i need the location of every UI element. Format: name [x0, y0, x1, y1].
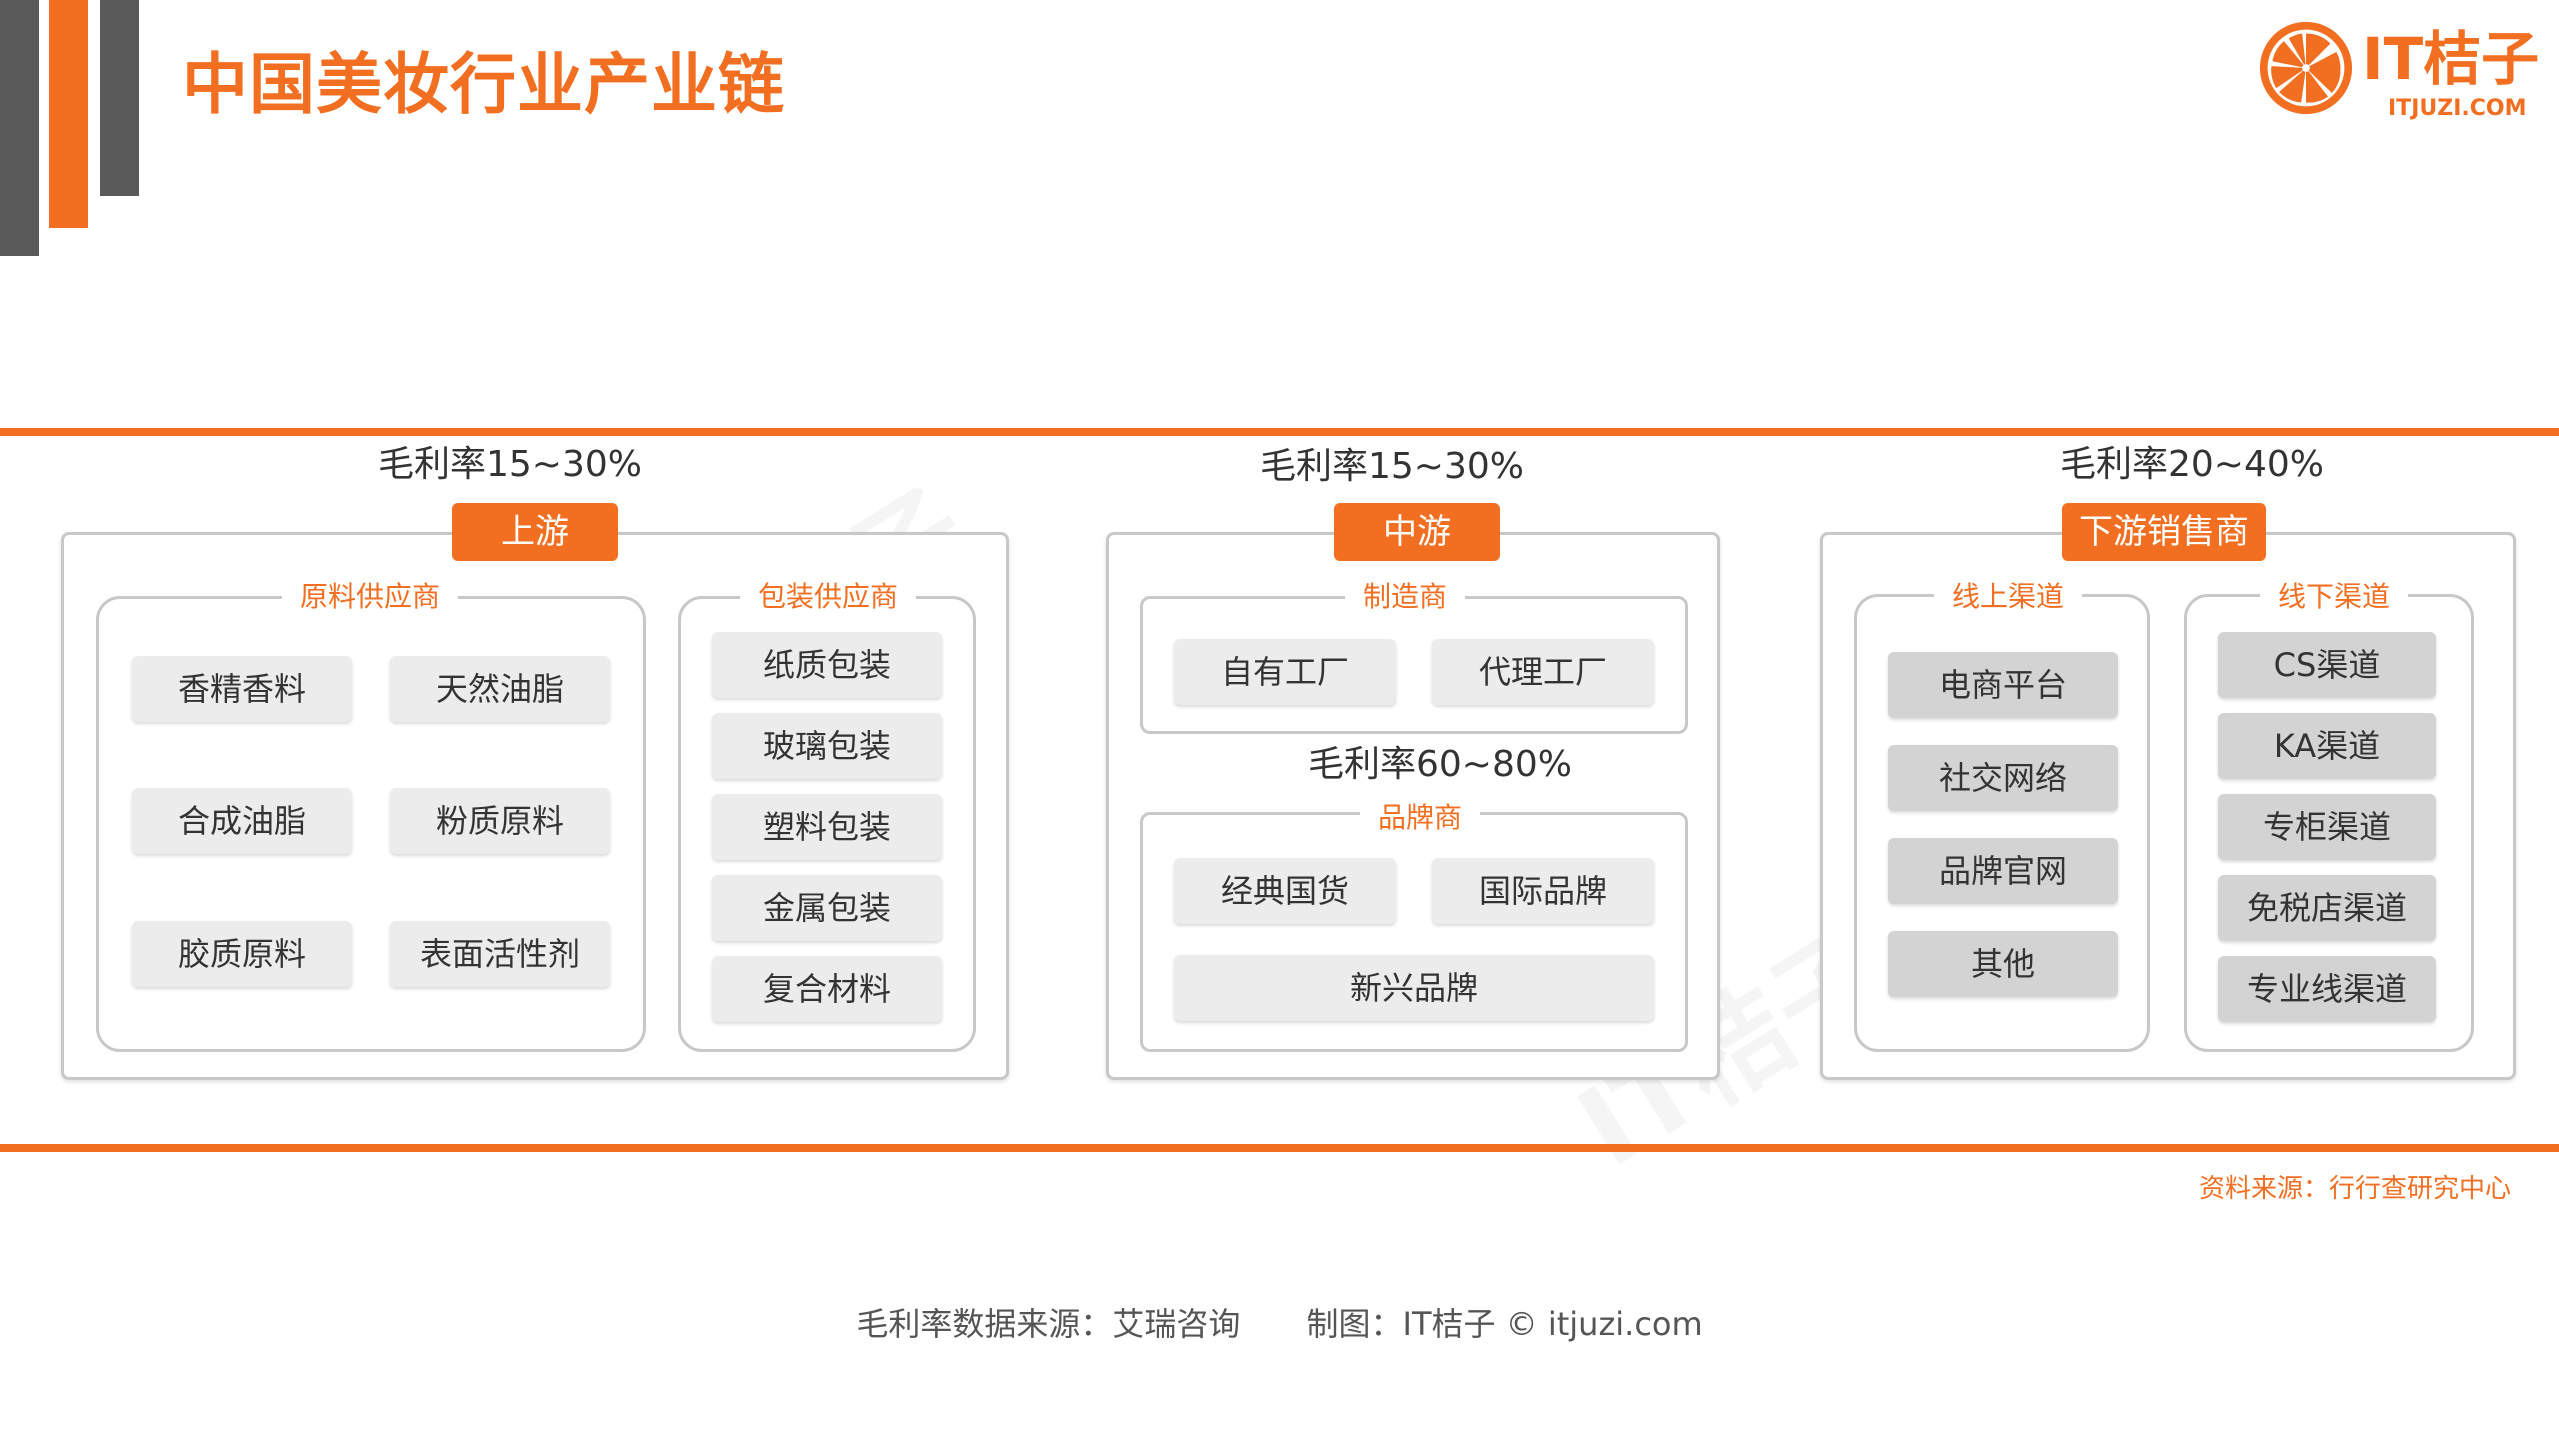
- top-divider-line: [0, 428, 2559, 436]
- item-chip: CS渠道: [2218, 632, 2436, 698]
- midstream-margin-label: 毛利率15~30%: [1260, 446, 1524, 487]
- item-chip: KA渠道: [2218, 713, 2436, 779]
- item-chip: 专业线渠道: [2218, 956, 2436, 1022]
- item-chip: 胶质原料: [132, 921, 352, 987]
- item-chip: 免税店渠道: [2218, 875, 2436, 941]
- brand-margin-label: 毛利率60~80%: [1308, 744, 1572, 785]
- item-chip: 经典国货: [1174, 858, 1396, 924]
- raw-material-supplier-label: 原料供应商: [282, 579, 459, 615]
- footer-credit: 制图：IT桔子 © itjuzi.com: [1306, 1305, 1703, 1343]
- header-decoration-bar-orange: [49, 0, 88, 228]
- item-chip: 电商平台: [1888, 652, 2118, 718]
- item-chip: 复合材料: [712, 956, 942, 1022]
- header-decoration-bar-dark: [0, 0, 39, 256]
- downstream-badge: 下游销售商: [2062, 503, 2266, 561]
- item-chip: 品牌官网: [1888, 838, 2118, 904]
- bottom-divider-line: [0, 1144, 2559, 1152]
- item-chip: 代理工厂: [1432, 639, 1654, 705]
- item-chip: 粉质原料: [390, 788, 610, 854]
- item-chip: 国际品牌: [1432, 858, 1654, 924]
- downstream-margin-label: 毛利率20~40%: [2060, 444, 2324, 485]
- item-chip: 合成油脂: [132, 788, 352, 854]
- logo-domain: ITJUZI.COM: [2388, 96, 2527, 121]
- orange-slice-logo-icon: [2259, 21, 2353, 115]
- item-chip: 玻璃包装: [712, 713, 942, 779]
- page-title: 中国美妆行业产业链: [182, 46, 785, 123]
- item-chip: 香精香料: [132, 656, 352, 722]
- item-chip: 专柜渠道: [2218, 794, 2436, 860]
- item-chip: 社交网络: [1888, 745, 2118, 811]
- footer-data-source: 毛利率数据来源：艾瑞咨询: [856, 1305, 1241, 1343]
- header-decoration-bar-dark-short: [100, 0, 139, 196]
- midstream-badge: 中游: [1334, 503, 1500, 561]
- item-chip: 纸质包装: [712, 632, 942, 698]
- item-chip: 新兴品牌: [1174, 955, 1654, 1021]
- itjuzi-logo: IT桔子 ITJUZI.COM: [2258, 20, 2540, 130]
- manufacturer-label: 制造商: [1345, 579, 1466, 615]
- offline-channel-label: 线下渠道: [2260, 579, 2409, 615]
- logo-name: IT桔子: [2362, 25, 2540, 93]
- brand-owner-label: 品牌商: [1360, 800, 1481, 836]
- item-chip: 天然油脂: [390, 656, 610, 722]
- item-chip: 塑料包装: [712, 794, 942, 860]
- item-chip: 表面活性剂: [390, 921, 610, 987]
- upstream-margin-label: 毛利率15~30%: [378, 444, 642, 485]
- online-channel-label: 线上渠道: [1934, 579, 2083, 615]
- item-chip: 其他: [1888, 931, 2118, 997]
- item-chip: 自有工厂: [1174, 639, 1396, 705]
- footer: 毛利率数据来源：艾瑞咨询 制图：IT桔子 © itjuzi.com: [0, 1302, 2559, 1346]
- packaging-supplier-label: 包装供应商: [740, 579, 917, 615]
- upstream-badge: 上游: [452, 503, 618, 561]
- item-chip: 金属包装: [712, 875, 942, 941]
- source-note: 资料来源：行行查研究中心: [2198, 1174, 2511, 1204]
